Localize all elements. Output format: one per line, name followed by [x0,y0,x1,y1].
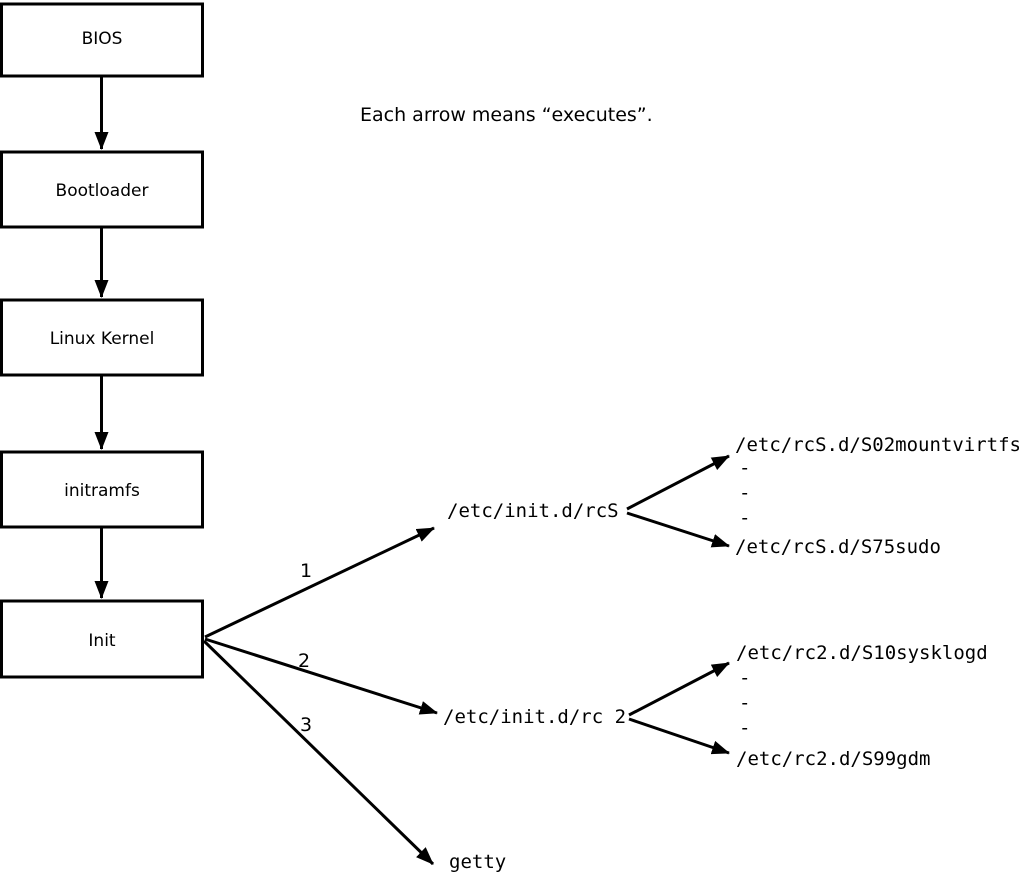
leaf-rcS-ellipsis-dash-1: - [739,457,750,479]
leaf-rc2-S10sysklogd: /etc/rc2.d/S10sysklogd [736,642,988,664]
box-initramfs-label: initramfs [64,481,140,501]
arrow-init-to-rcS [204,526,435,639]
box-bootloader [0,150,204,229]
rcS-fanout: /etc/rcS.d/S02mountvirtfs - - - /etc/rcS… [626,434,1021,558]
arrow-rc2-to-S10sysklogd [628,661,730,717]
arrow-rcS-to-S02mountvirtfs [626,454,730,511]
boot-chain: BIOS Bootloader Linux Kernel initramfs I… [0,2,204,679]
node-etc-init-d-rcS: /etc/init.d/rcS [447,500,619,522]
leaf-rc2-ellipsis-dash-2: - [739,692,750,714]
leaf-rc2-ellipsis-dash-3: - [739,717,750,739]
branch-number-1: 1 [300,560,312,582]
leaf-rc2-ellipsis-dash-1: - [739,667,750,689]
box-linux-kernel-label: Linux Kernel [50,329,155,349]
arrow-rc2-to-S99gdm [628,717,730,755]
node-etc-init-d-rc2: /etc/init.d/rc 2 [443,706,626,728]
box-init [0,599,204,679]
branch-number-3: 3 [300,714,312,736]
box-bios [0,2,204,78]
leaf-rcS-S02mountvirtfs: /etc/rcS.d/S02mountvirtfs [735,434,1021,456]
node-getty: getty [449,851,506,873]
branch-number-2: 2 [298,650,310,672]
init-fanout: 1 2 3 [202,526,438,866]
box-initramfs [0,450,204,529]
arrow-rcS-to-S75sudo [626,511,730,548]
box-init-label: Init [88,631,116,651]
leaf-rcS-ellipsis-dash-2: - [739,482,750,504]
box-bootloader-label: Bootloader [56,181,149,201]
caption-arrow-meaning: Each arrow means “executes”. [360,104,653,126]
arrow-init-to-getty [202,639,435,866]
leaf-rcS-ellipsis-dash-3: - [739,507,750,529]
arrow-init-to-rc2 [204,637,438,715]
leaf-rcS-S75sudo: /etc/rcS.d/S75sudo [735,536,941,558]
rc2-fanout: /etc/rc2.d/S10sysklogd - - - /etc/rc2.d/… [628,642,988,770]
leaf-rc2-S99gdm: /etc/rc2.d/S99gdm [736,748,930,770]
box-linux-kernel [0,298,204,377]
box-bios-label: BIOS [82,29,123,49]
